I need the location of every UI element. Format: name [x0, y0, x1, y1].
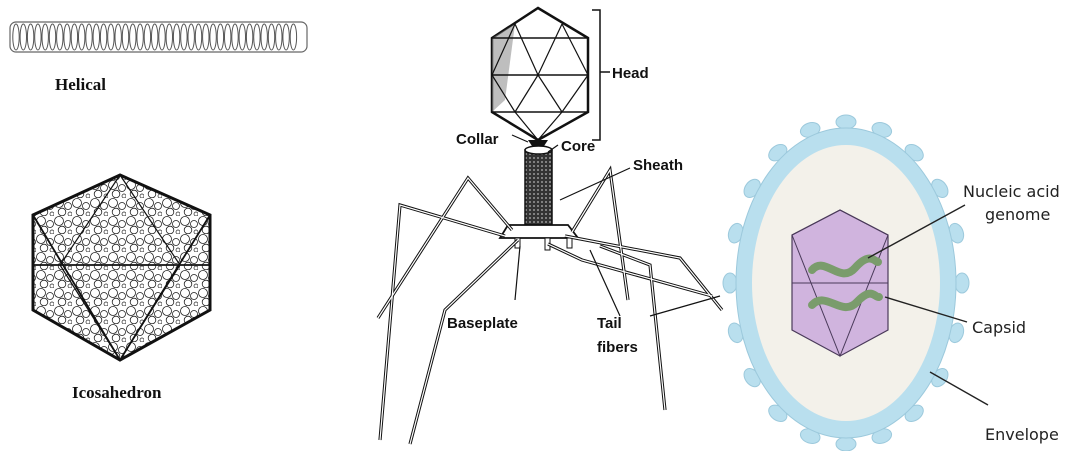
phage-collar [528, 140, 548, 146]
phage-head [492, 8, 588, 140]
envelope-spike [955, 273, 969, 293]
helical-label: Helical [55, 75, 106, 94]
viral-capsid [792, 210, 888, 356]
bacteriophage-panel: Head Collar Core Sheath Baseplate Tail f… [378, 8, 722, 444]
head-bracket [592, 10, 600, 140]
collar-label: Collar [456, 131, 499, 148]
tail-fibers-label-line1: Tail [597, 315, 622, 332]
capsid-label: Capsid [972, 318, 1026, 337]
core-label: Core [561, 138, 595, 155]
helical-panel: Helical [10, 22, 307, 94]
phage-sheath [525, 146, 552, 225]
sheath-label: Sheath [633, 157, 683, 174]
enveloped-virus-panel: Nucleic acid genome Capsid Envelope [723, 115, 1060, 451]
icosahedron-label: Icosahedron [72, 383, 162, 402]
nucleic-acid-label-line1: Nucleic acid [963, 182, 1060, 201]
icosahedron-panel: Icosahedron [33, 175, 210, 402]
tail-fibers-label-line2: fibers [597, 339, 638, 356]
icosahedron-shape [33, 175, 210, 360]
helical-coil [10, 22, 307, 52]
head-label: Head [612, 65, 649, 82]
envelope-spike [723, 273, 737, 293]
baseplate-label: Baseplate [447, 315, 518, 332]
nucleic-acid-label-line2: genome [985, 205, 1050, 224]
envelope-spike [836, 437, 856, 451]
envelope-spike [836, 115, 856, 129]
envelope-label: Envelope [985, 425, 1059, 444]
